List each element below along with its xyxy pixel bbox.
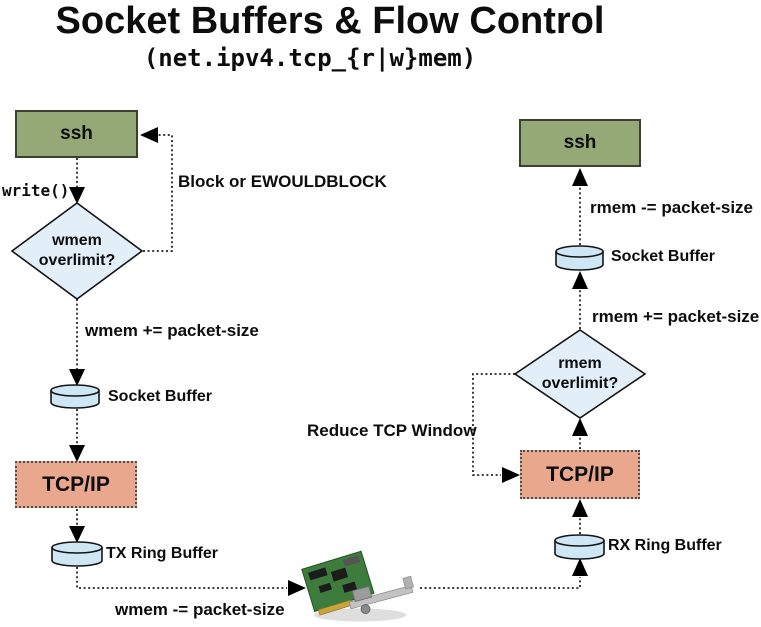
ssh-box-read-label: ssh bbox=[563, 132, 597, 153]
tcpip-box-write: TCP/IP bbox=[15, 461, 137, 508]
wmem-increase-label: wmem += packet-size bbox=[85, 321, 259, 340]
socket-buffer-tx-cylinder bbox=[50, 384, 100, 409]
arrowhead-up-icon bbox=[572, 499, 588, 517]
rmem-increase-label: rmem += packet-size bbox=[592, 307, 760, 326]
arrowhead-right-icon bbox=[502, 467, 520, 483]
arrowhead-down-icon bbox=[69, 526, 85, 543]
arrowhead-up-icon bbox=[572, 168, 588, 186]
socket-buffer-rx-label: Socket Buffer bbox=[611, 248, 716, 265]
tx-ring-buffer-cylinder bbox=[51, 541, 103, 567]
rmem-overlimit-decision-shape bbox=[513, 329, 647, 419]
page-subtitle: (net.ipv4.tcp_{r|w}mem) bbox=[143, 44, 477, 72]
tcpip-box-read-label: TCP/IP bbox=[546, 462, 614, 486]
wmem-overlimit-decision-shape bbox=[10, 202, 144, 300]
page-title: Socket Buffers & Flow Control bbox=[55, 0, 605, 42]
wmem-overlimit-decision-text: wmem overlimit? bbox=[38, 232, 116, 269]
rmem-overlimit-decision-text: rmem overlimit? bbox=[541, 355, 619, 392]
arrowhead-up-icon bbox=[572, 271, 588, 289]
block-ewouldblock-label: Block or EWOULDBLOCK bbox=[178, 172, 387, 191]
arrowhead-down-icon bbox=[69, 187, 85, 204]
reduce-tcp-window-label: Reduce TCP Window bbox=[307, 421, 477, 440]
socket-buffer-rx-cylinder bbox=[555, 245, 604, 271]
socket-buffer-tx-label: Socket Buffer bbox=[108, 388, 213, 405]
connector-tx-ring-to-nic bbox=[76, 567, 287, 589]
arrowhead-left-icon bbox=[140, 127, 158, 143]
wmem-decrease-label: wmem -= packet-size bbox=[115, 600, 285, 619]
arrowhead-down-icon bbox=[69, 445, 85, 462]
arrowhead-down-icon bbox=[69, 369, 85, 386]
arrowhead-up-icon bbox=[572, 558, 588, 576]
rx-ring-buffer-label: RX Ring Buffer bbox=[608, 537, 722, 554]
arrowhead-right-icon bbox=[288, 580, 306, 596]
write-syscall-label: write() bbox=[2, 181, 70, 200]
connector-reduce-tcp-window bbox=[472, 373, 515, 476]
arrowhead-up-icon bbox=[572, 418, 588, 436]
ssh-box-write: ssh bbox=[15, 110, 138, 158]
connector-nic-to-rx-ring bbox=[420, 577, 581, 589]
network-card-image bbox=[301, 550, 414, 622]
tx-ring-buffer-label: TX Ring Buffer bbox=[106, 545, 218, 562]
rmem-decrease-label: rmem -= packet-size bbox=[590, 198, 753, 217]
rx-ring-buffer-cylinder bbox=[554, 534, 605, 560]
tcpip-box-write-label: TCP/IP bbox=[42, 472, 110, 496]
tcpip-box-read: TCP/IP bbox=[520, 450, 640, 499]
connector-decision-block-loop bbox=[143, 134, 173, 252]
ssh-box-read: ssh bbox=[519, 119, 641, 167]
ssh-box-write-label: ssh bbox=[60, 123, 93, 144]
